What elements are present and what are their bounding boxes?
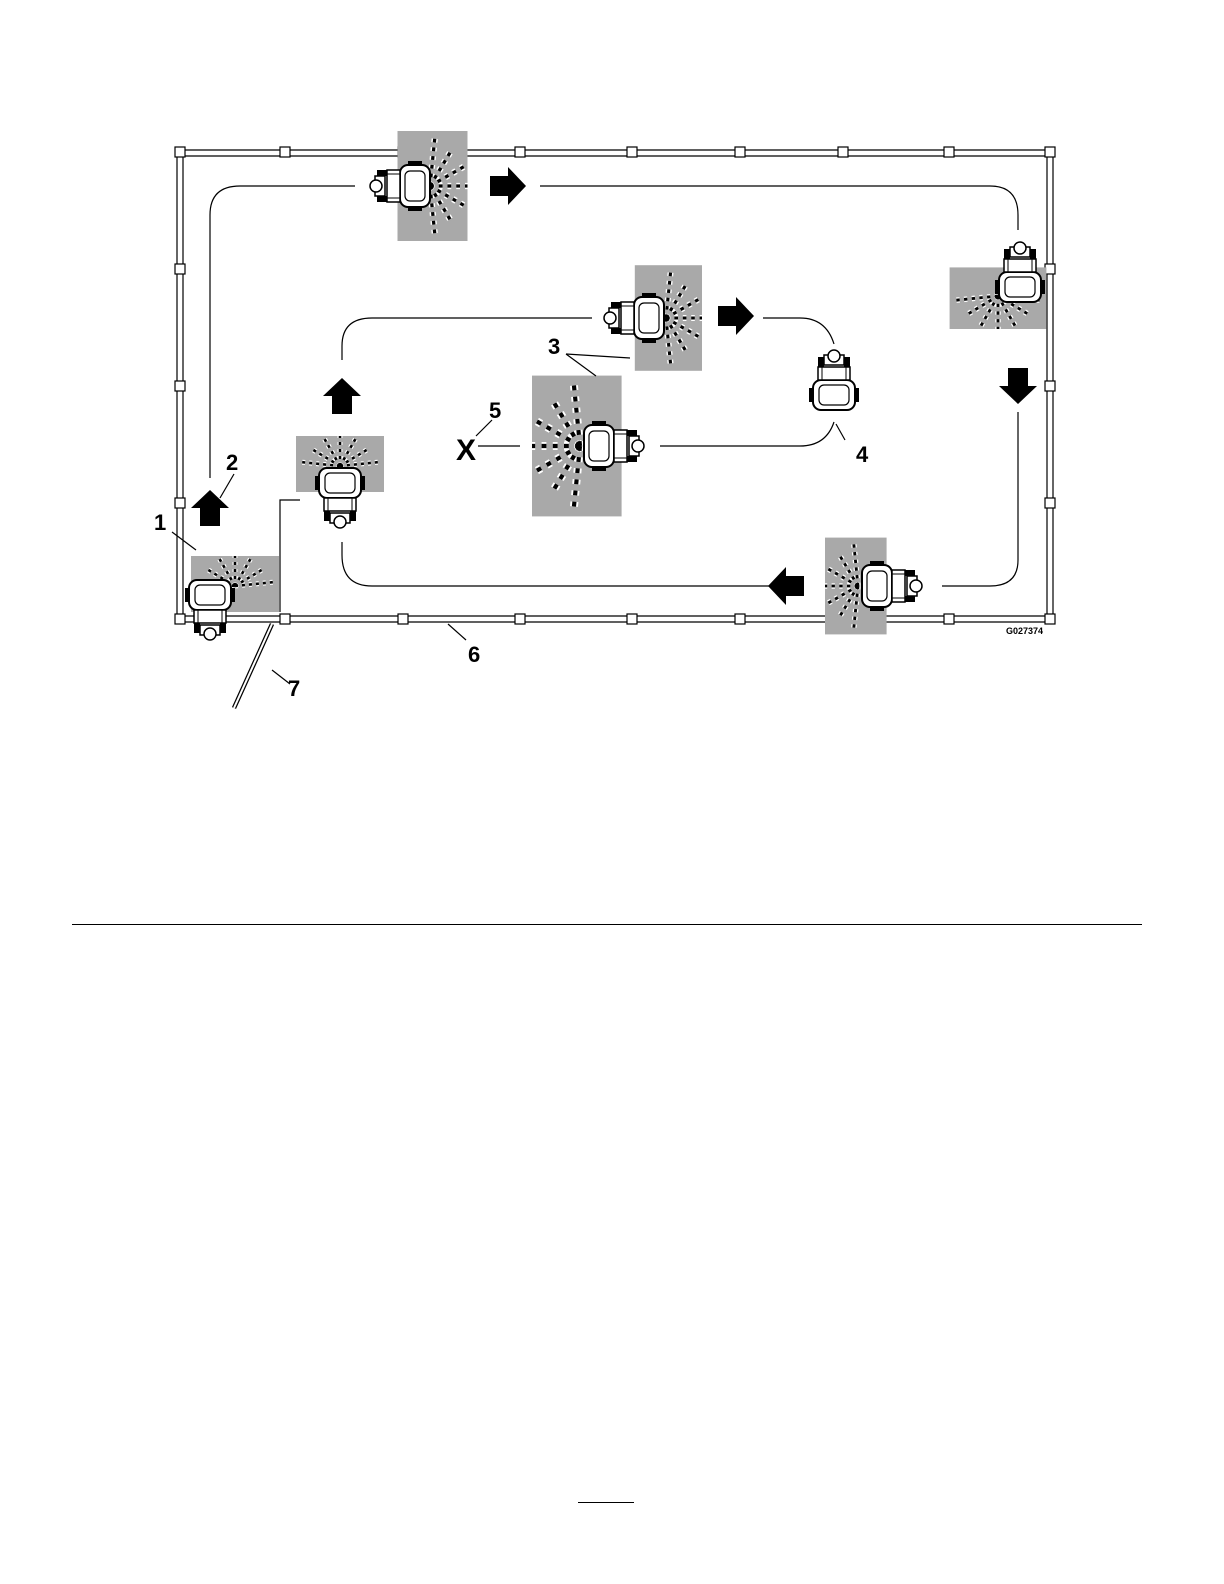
- callout-3: 3: [548, 334, 560, 359]
- callout-6: 6: [468, 642, 480, 667]
- callout-4: 4: [856, 442, 869, 467]
- callout-leaders: [172, 354, 845, 684]
- section-divider: [72, 924, 1142, 925]
- callout-1: 1: [154, 510, 166, 535]
- coverage-zone: [191, 131, 1046, 634]
- callout-7: 7: [288, 676, 300, 701]
- callout-2: 2: [226, 450, 238, 475]
- footer-rule: [578, 1502, 634, 1503]
- target-mark-x: X: [456, 434, 476, 467]
- field-pattern-diagram: X 1 2 3 4 5 6 7 G027374: [0, 0, 1224, 760]
- figure-id: G027374: [1006, 626, 1043, 636]
- callout-5: 5: [489, 398, 501, 423]
